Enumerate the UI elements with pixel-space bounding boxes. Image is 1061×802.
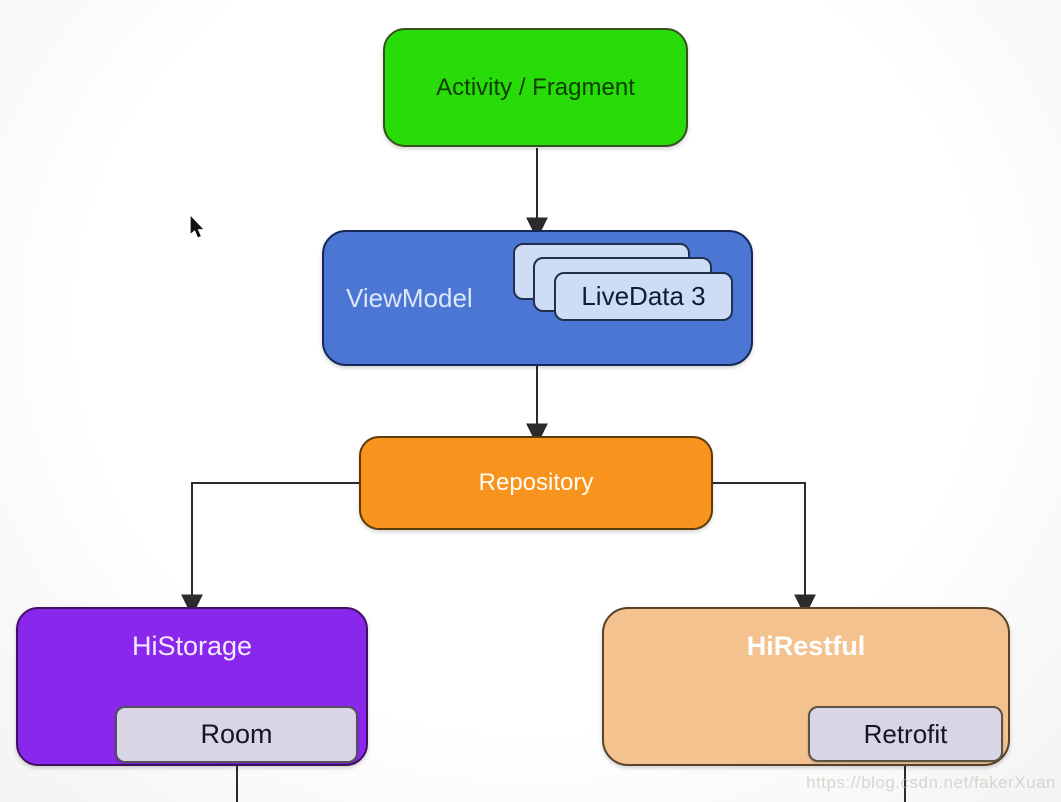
- retrofit-label: Retrofit: [863, 718, 948, 749]
- room-label: Room: [200, 719, 273, 749]
- livedata-label: LiveData 3: [581, 281, 706, 311]
- node-room: Room: [115, 706, 358, 763]
- livedata-card-front: LiveData 3: [554, 272, 733, 321]
- historage-label: HiStorage: [131, 631, 253, 661]
- mouse-cursor-icon: [190, 216, 204, 238]
- hirestful-label: HiRestful: [746, 631, 866, 661]
- viewmodel-label: ViewModel: [346, 282, 473, 313]
- watermark: https://blog.csdn.net/fakerXuan: [806, 773, 1056, 792]
- connector-repository-to-historage: [181, 482, 359, 617]
- repository-label: Repository: [478, 469, 594, 496]
- node-retrofit: Retrofit: [808, 706, 1003, 762]
- connector-repository-to-hirestful: [713, 482, 816, 617]
- node-repository: Repository: [359, 436, 713, 530]
- activity-fragment-label: Activity / Fragment: [436, 73, 635, 101]
- node-activity-fragment: Activity / Fragment: [383, 28, 688, 147]
